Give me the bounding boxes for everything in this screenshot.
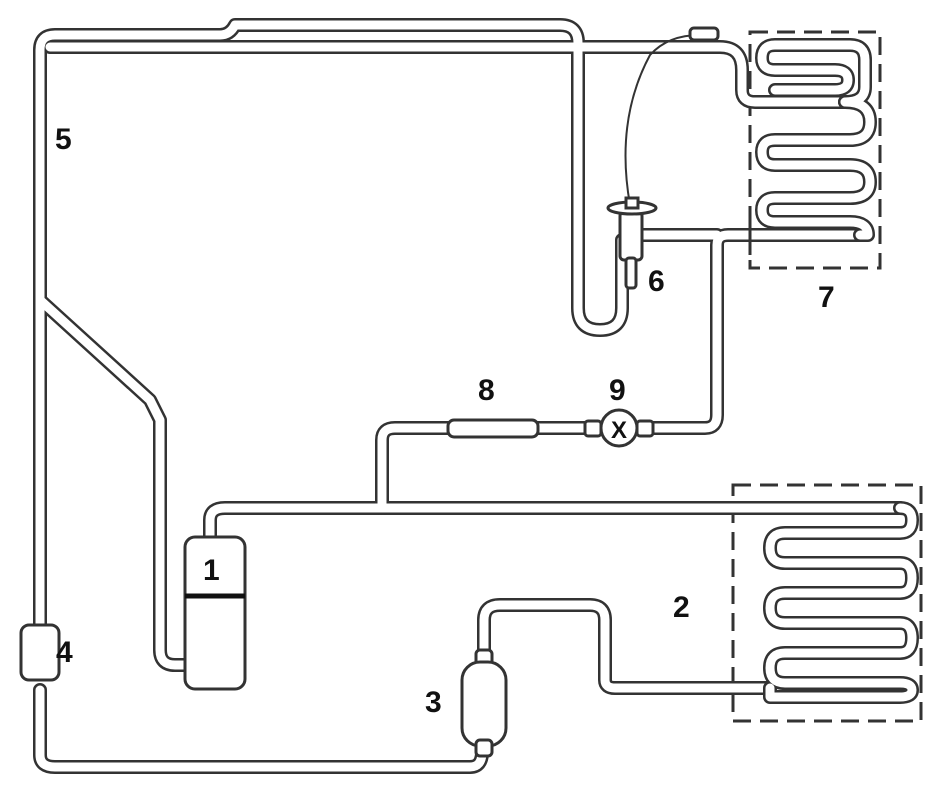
label-evaporator: 7 <box>818 281 835 314</box>
accumulator <box>19 623 61 682</box>
expansion-valve: X <box>583 408 655 448</box>
pipes-inner <box>35 20 905 772</box>
capillary-sleeve <box>446 418 540 439</box>
evaporator-coil <box>748 38 877 255</box>
label-capillary: 8 <box>478 374 495 407</box>
thermo-bulb <box>606 196 658 290</box>
evaporator-box <box>748 30 882 270</box>
label-accumulator: 4 <box>56 636 73 669</box>
condenser-coil <box>763 501 919 704</box>
pipe-filter-to-condenser <box>477 598 777 695</box>
bulb-connector <box>688 26 720 42</box>
label-dryer-filter: 3 <box>425 686 442 719</box>
label-bulb: 6 <box>648 265 665 298</box>
pipe-suction-top <box>33 18 629 647</box>
label-compressor: 1 <box>203 554 220 587</box>
bulb-capillary <box>624 34 701 206</box>
label-valve: 9 <box>609 374 626 407</box>
pipe-capillary <box>375 421 607 515</box>
pipe-bottom <box>33 683 489 774</box>
compressor <box>183 535 247 691</box>
pipe-return-left <box>33 293 197 672</box>
label-condenser: 2 <box>673 591 690 624</box>
pipe-main-top <box>43 40 852 109</box>
valve-symbol: X <box>611 417 627 444</box>
dryer-filter <box>460 648 508 758</box>
condenser-box <box>731 483 923 723</box>
label-suction-line: 5 <box>55 123 72 156</box>
